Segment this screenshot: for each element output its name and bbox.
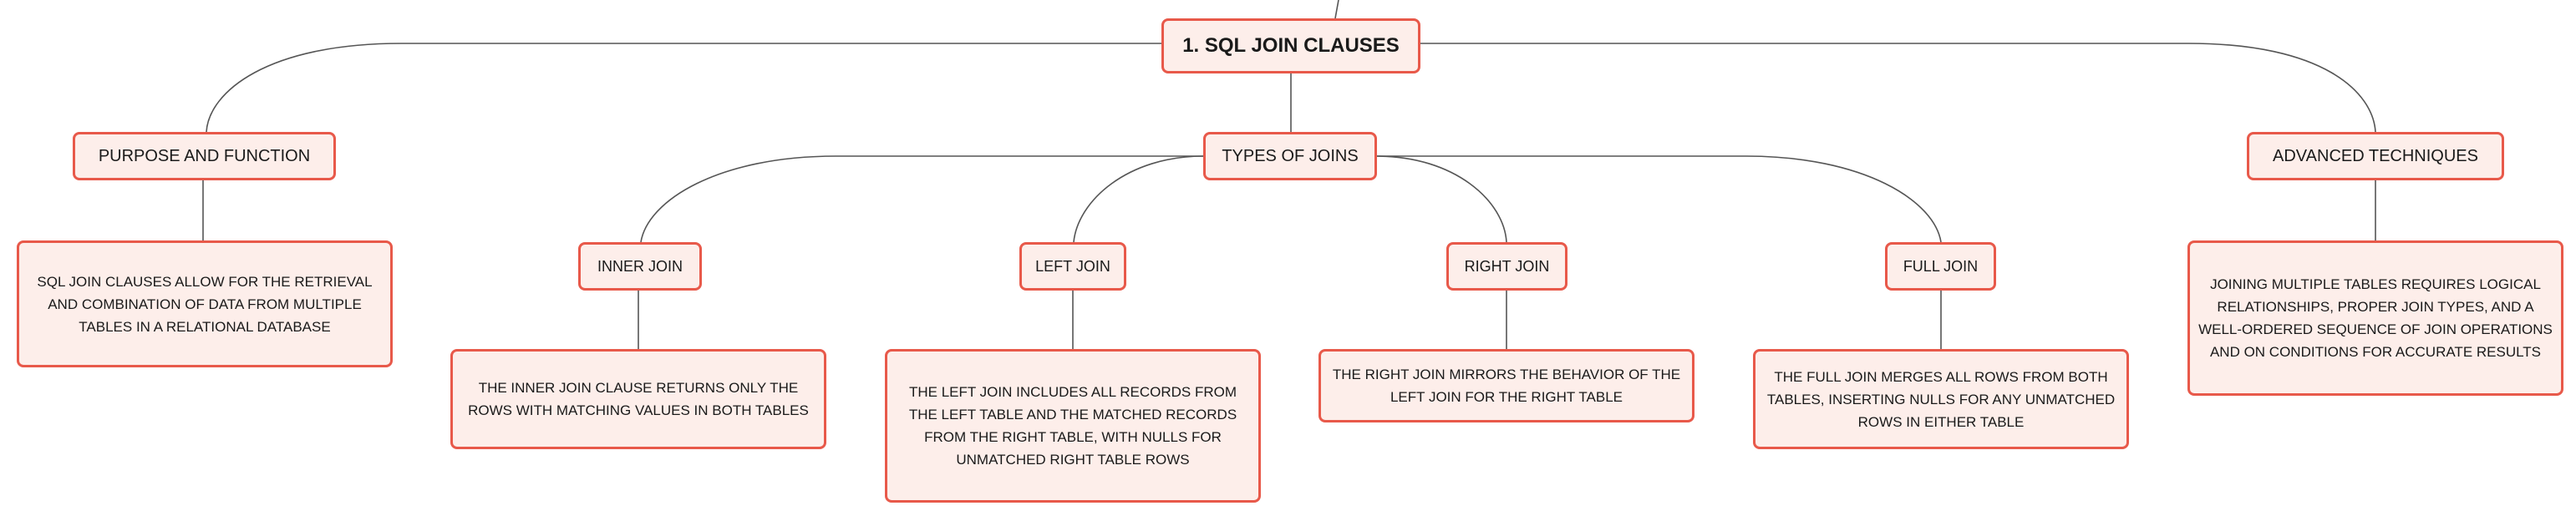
detail-full-join[interactable]: THE FULL JOIN MERGES ALL ROWS FROM BOTH … <box>1753 349 2129 449</box>
connector-root-up <box>1334 0 1339 19</box>
subtopic-right-label: RIGHT JOIN <box>1464 257 1550 275</box>
connector-types-inner <box>640 155 1203 243</box>
detail-inner-text: THE INNER JOIN CLAUSE RETURNS ONLY THE R… <box>468 380 809 418</box>
subtopic-right-join[interactable]: RIGHT JOIN <box>1446 242 1567 291</box>
detail-inner-join[interactable]: THE INNER JOIN CLAUSE RETURNS ONLY THE R… <box>450 349 826 449</box>
subtopic-inner-label: INNER JOIN <box>597 257 683 275</box>
detail-full-text: THE FULL JOIN MERGES ALL ROWS FROM BOTH … <box>1766 368 2116 430</box>
detail-right-join[interactable]: THE RIGHT JOIN MIRRORS THE BEHAVIOR OF T… <box>1318 349 1694 422</box>
detail-left-text: THE LEFT JOIN INCLUDES ALL RECORDS FROM … <box>908 384 1237 468</box>
detail-right-text: THE RIGHT JOIN MIRRORS THE BEHAVIOR OF T… <box>1332 367 1681 405</box>
connector-types-left <box>1073 155 1204 243</box>
detail-left-join[interactable]: THE LEFT JOIN INCLUDES ALL RECORDS FROM … <box>885 349 1261 503</box>
subtopic-inner-join[interactable]: INNER JOIN <box>578 242 702 291</box>
subtopic-full-label: FULL JOIN <box>1903 257 1979 275</box>
branch-purpose-label: PURPOSE AND FUNCTION <box>98 146 311 165</box>
root-topic-sql-join-clauses[interactable]: 1. SQL JOIN CLAUSES <box>1161 18 1420 73</box>
connector-types-full <box>1377 155 1942 243</box>
subtopic-left-join[interactable]: LEFT JOIN <box>1019 242 1126 291</box>
connector-types-right <box>1376 155 1507 243</box>
detail-purpose-and-function[interactable]: SQL JOIN CLAUSES ALLOW FOR THE RETRIEVAL… <box>17 240 393 367</box>
branch-advanced-techniques[interactable]: ADVANCED TECHNIQUES <box>2247 132 2504 180</box>
subtopic-full-join[interactable]: FULL JOIN <box>1885 242 1996 291</box>
connector-root-advanced <box>1420 43 2376 133</box>
detail-advanced-techniques[interactable]: JOINING MULTIPLE TABLES REQUIRES LOGICAL… <box>2187 240 2563 396</box>
connector-root-purpose <box>206 43 1163 133</box>
subtopic-left-label: LEFT JOIN <box>1035 257 1110 275</box>
branch-purpose-and-function[interactable]: PURPOSE AND FUNCTION <box>73 132 336 180</box>
branch-advanced-label: ADVANCED TECHNIQUES <box>2273 146 2478 165</box>
branch-types-label: TYPES OF JOINS <box>1222 146 1359 165</box>
detail-advanced-text: JOINING MULTIPLE TABLES REQUIRES LOGICAL… <box>2198 276 2553 360</box>
branch-types-of-joins[interactable]: TYPES OF JOINS <box>1203 132 1377 180</box>
detail-purpose-text: SQL JOIN CLAUSES ALLOW FOR THE RETRIEVAL… <box>37 273 373 335</box>
root-topic-label: 1. SQL JOIN CLAUSES <box>1182 34 1400 57</box>
